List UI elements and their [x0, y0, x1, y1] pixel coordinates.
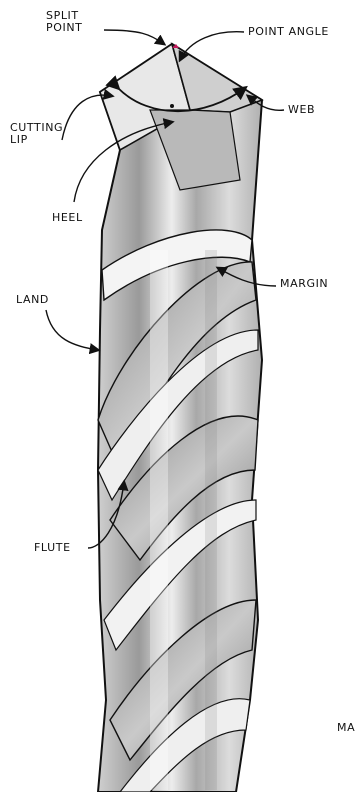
- heel-label: HEEL: [52, 212, 83, 224]
- flute-label: FLUTE: [34, 542, 71, 554]
- shading-streak: [205, 250, 217, 790]
- point-angle-label: POINT ANGLE: [248, 26, 329, 38]
- margin-label: MARGIN: [280, 278, 328, 290]
- split-point-leader: [104, 30, 164, 44]
- split-point-label: SPLIT POINT: [46, 10, 82, 34]
- point-angle-vertex: [170, 104, 174, 108]
- land-leader: [46, 310, 98, 350]
- cutoff-label: MA: [337, 722, 355, 734]
- cutting-lip-label: CUTTING LIP: [10, 122, 63, 146]
- web-label: WEB: [288, 104, 315, 116]
- land-label: LAND: [16, 294, 49, 306]
- shading-streak: [150, 250, 168, 790]
